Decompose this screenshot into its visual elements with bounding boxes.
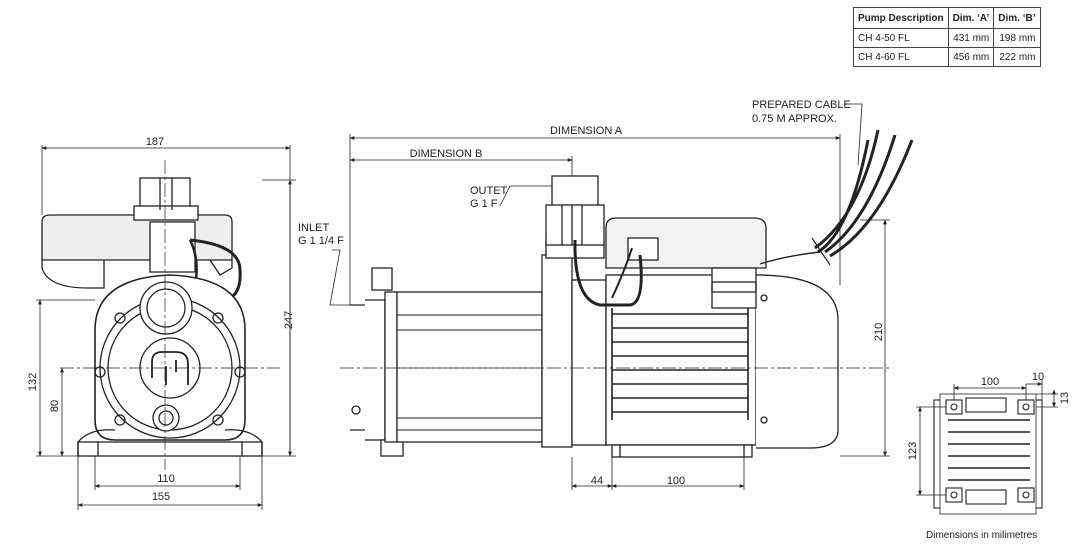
table-header-row: Pump Description Dim. ‘A’ Dim. ‘B’: [853, 7, 1041, 29]
front-dimensions: [36, 145, 296, 510]
base-view: [933, 393, 1043, 515]
dim-187-label: 187: [146, 136, 164, 148]
pump-model-cell: CH 4-60 FL: [853, 47, 949, 67]
units-note: Dimensions in milimetres: [926, 530, 1038, 541]
base-dimensions: [916, 380, 1058, 496]
side-view: [340, 129, 914, 458]
dim-b-cell: 222 mm: [993, 47, 1041, 67]
dim-10-label: 10: [1032, 371, 1044, 383]
front-view: [41, 160, 280, 470]
inlet-label: INLET: [298, 222, 329, 234]
dim-a-cell: 456 mm: [947, 47, 995, 67]
dim-247-label: 247: [283, 311, 295, 329]
dim-44-label: 44: [591, 475, 603, 487]
outlet-label: OUTET: [470, 185, 508, 197]
dim-123-label: 123: [907, 442, 919, 460]
side-dimensions: [329, 103, 890, 490]
dim-110-label: 110: [157, 473, 175, 485]
front-dimension-labels: 187 247 132 80 110 155: [27, 136, 295, 503]
dimension-b-label: DIMENSION B: [410, 148, 483, 160]
base-dimension-labels: 100 10 13 123: [907, 371, 1071, 460]
dim-155-label: 155: [152, 491, 170, 503]
dim-100-label: 100: [667, 475, 685, 487]
cable-length-label: 0.75 M APPROX.: [752, 113, 837, 125]
dim-132-label: 132: [27, 373, 39, 391]
dimension-table: Pump Description Dim. ‘A’ Dim. ‘B’ CH 4-…: [853, 7, 1041, 67]
dim-13-label: 13: [1059, 392, 1071, 404]
side-dimension-labels: DIMENSION A DIMENSION B OUTET G 1 F INLE…: [298, 99, 885, 487]
inlet-thread-label: G 1 1/4 F: [298, 235, 344, 247]
dim-base-100-label: 100: [981, 376, 999, 388]
dim-210-label: 210: [873, 323, 885, 341]
outlet-thread-label: G 1 F: [470, 198, 498, 210]
cable-label: PREPARED CABLE: [752, 99, 851, 111]
dimension-a-label: DIMENSION A: [550, 125, 623, 137]
dim-80-label: 80: [49, 400, 61, 412]
table-row: CH 4-60 FL 456 mm 222 mm: [853, 47, 1041, 67]
